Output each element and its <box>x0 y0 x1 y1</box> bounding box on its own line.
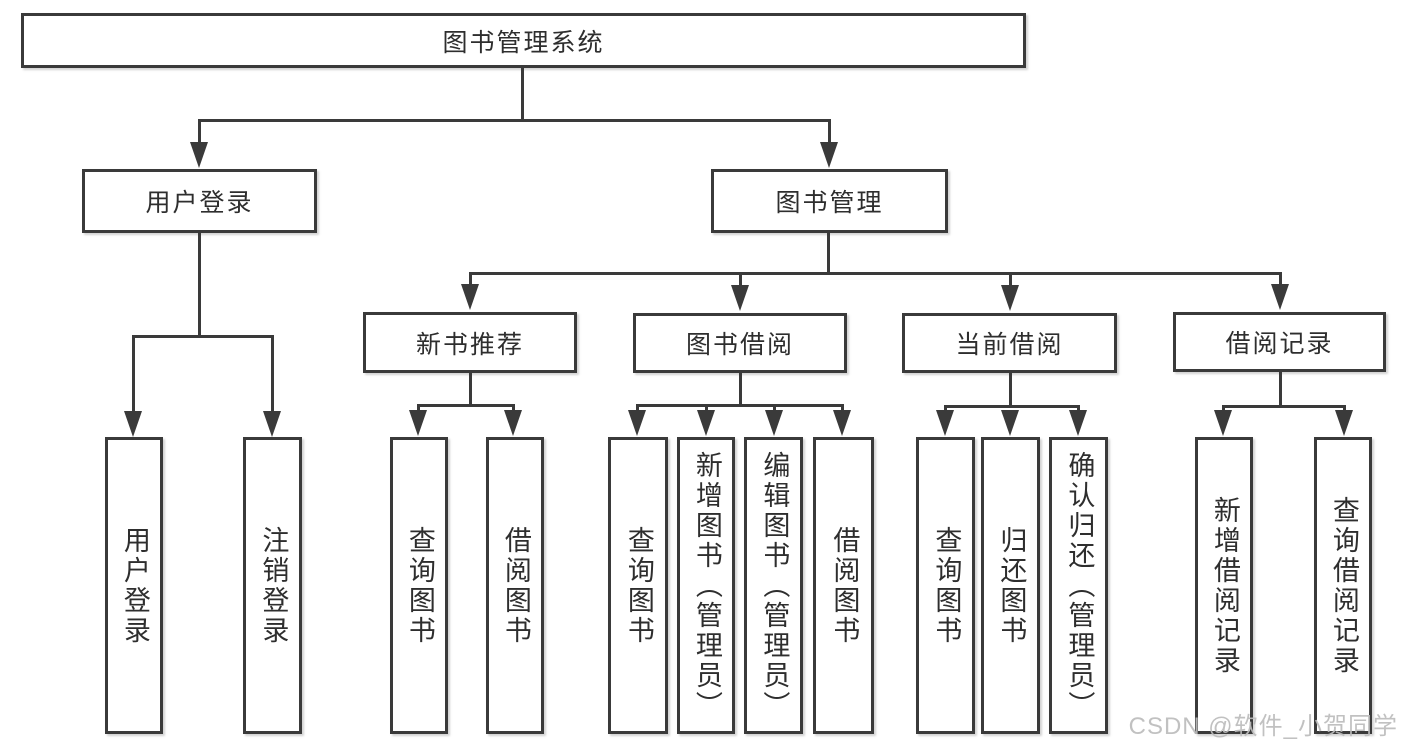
connector-line <box>469 272 1282 275</box>
connector-line <box>739 372 742 406</box>
connector-line <box>469 372 472 406</box>
leaf-borrow-books-recommend: 借阅图书 <box>486 437 544 734</box>
arrow-down-icon <box>1271 284 1289 310</box>
arrow-down-icon <box>461 284 479 310</box>
arrow-down-icon <box>1214 410 1232 436</box>
arrow-down-icon <box>263 411 281 437</box>
leaf-logout: 注销登录 <box>243 437 302 734</box>
arrow-down-icon <box>833 410 851 436</box>
leaf-add-books-admin: 新增图书（管理员） <box>677 437 735 734</box>
connector-line <box>841 404 844 414</box>
connector-line <box>1222 405 1346 408</box>
connector-line <box>1279 371 1282 407</box>
connector-line <box>198 119 201 147</box>
arrow-down-icon <box>628 410 646 436</box>
connector-line <box>828 119 831 147</box>
connector-line <box>469 272 472 288</box>
node-library-management-system: 图书管理系统 <box>21 13 1026 68</box>
connector-line <box>1009 272 1012 288</box>
csdn-watermark: CSDN @软件_小贺同学 <box>1128 713 1398 740</box>
leaf-query-borrow-record: 查询借阅记录 <box>1314 437 1372 734</box>
connector-line <box>417 404 515 407</box>
arrow-down-icon <box>765 410 783 436</box>
arrow-down-icon <box>697 410 715 436</box>
arrow-down-icon <box>190 142 208 168</box>
connector-line <box>1077 405 1080 414</box>
leaf-edit-books-admin: 编辑图书（管理员） <box>744 437 803 734</box>
connector-line <box>1222 405 1225 414</box>
node-current-borrowing: 当前借阅 <box>902 313 1117 373</box>
node-book-borrowing: 图书借阅 <box>633 313 847 373</box>
connector-line <box>198 232 201 337</box>
connector-line <box>1009 373 1012 408</box>
arrow-down-icon <box>936 410 954 436</box>
connector-line <box>1343 405 1346 414</box>
connector-line <box>132 335 274 338</box>
arrow-down-icon <box>1001 285 1019 311</box>
node-new-book-recommend: 新书推荐 <box>363 312 577 373</box>
connector-line <box>198 119 831 122</box>
arrow-down-icon <box>1001 410 1019 436</box>
leaf-return-books: 归还图书 <box>981 437 1040 734</box>
leaf-confirm-return-admin: 确认归还（管理员） <box>1049 437 1108 734</box>
leaf-query-books-recommend: 查询图书 <box>390 437 448 734</box>
connector-line <box>827 232 830 274</box>
leaf-user-login: 用户登录 <box>105 437 163 734</box>
connector-line <box>944 405 1080 408</box>
connector-line <box>512 404 515 414</box>
node-borrowing-records: 借阅记录 <box>1173 312 1386 372</box>
leaf-borrow-books-borrowing: 借阅图书 <box>813 437 874 734</box>
connector-line <box>944 405 947 414</box>
connector-line <box>1279 272 1282 288</box>
node-book-management: 图书管理 <box>711 169 948 233</box>
connector-line <box>271 335 274 415</box>
connector-line <box>739 272 742 288</box>
connector-line <box>132 335 135 415</box>
connector-line <box>636 404 639 414</box>
connector-line <box>773 404 776 414</box>
arrow-down-icon <box>731 285 749 311</box>
connector-line <box>636 404 844 407</box>
arrow-down-icon <box>1069 410 1087 436</box>
arrow-down-icon <box>1335 410 1353 436</box>
arrow-down-icon <box>820 142 838 168</box>
connector-line <box>521 66 524 121</box>
connector-line <box>417 404 420 414</box>
node-user-login: 用户登录 <box>82 169 317 233</box>
arrow-down-icon <box>409 410 427 436</box>
leaf-query-books-current: 查询图书 <box>916 437 975 734</box>
arrow-down-icon <box>124 411 142 437</box>
leaf-query-books-borrowing: 查询图书 <box>608 437 668 734</box>
leaf-add-borrow-record: 新增借阅记录 <box>1195 437 1253 734</box>
arrow-down-icon <box>504 410 522 436</box>
connector-line <box>705 404 708 414</box>
